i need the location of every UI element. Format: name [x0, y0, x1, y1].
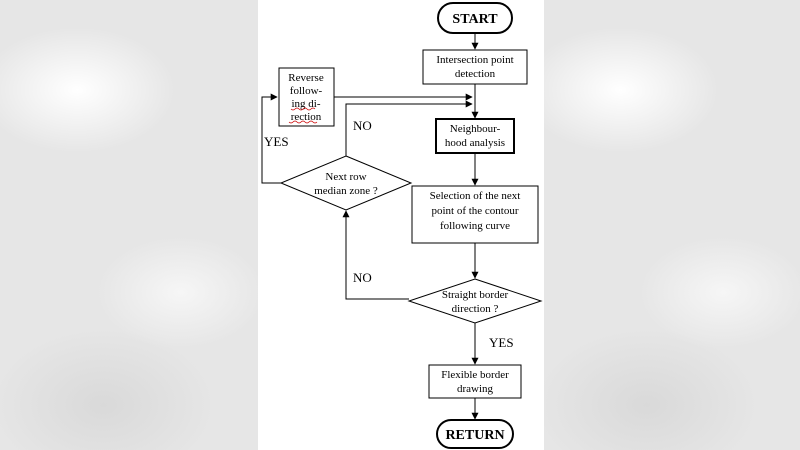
intersection-label-line2: detection	[455, 68, 496, 80]
reverse-label-line2: follow-	[290, 85, 323, 97]
no-label-next-row: NO	[353, 118, 372, 133]
straight-label-line1: Straight border	[442, 289, 509, 301]
return-label: RETURN	[445, 428, 504, 443]
straight-label-line2: direction ?	[452, 303, 499, 315]
reverse-label-line3: ing di-	[291, 98, 320, 110]
arrow-next-row-no-to-main	[345, 100, 473, 156]
reverse-label-line4: rection	[291, 111, 322, 123]
reverse-direction-box: Reverse follow- ing di- rection	[278, 67, 335, 127]
flexible-label-line1: Flexible border	[441, 369, 509, 381]
neighbourhood-analysis-box: Neighbour- hood analysis	[435, 118, 515, 154]
neighbourhood-label-line2: hood analysis	[445, 137, 505, 149]
selection-next-point-box: Selection of the next point of the conto…	[411, 185, 539, 244]
start-terminal: START	[437, 2, 513, 34]
spellcheck-underline	[290, 107, 316, 111]
blurred-background-left	[0, 0, 258, 450]
straight-border-decision: Straight border direction ?	[407, 278, 543, 324]
return-terminal: RETURN	[436, 419, 514, 449]
arrow-straight-no-to-next-row	[342, 210, 409, 300]
flexible-label-line2: drawing	[457, 383, 494, 395]
connectors	[261, 33, 479, 420]
arrow-next-row-yes-to-reverse	[261, 93, 281, 184]
yes-label-next-row: YES	[264, 134, 289, 149]
next-row-label-line1: Next row	[325, 171, 366, 183]
blurred-background-right	[544, 0, 800, 450]
flexible-border-box: Flexible border drawing	[428, 364, 522, 399]
next-row-label-line2: median zone ?	[314, 185, 378, 197]
neighbourhood-label-line1: Neighbour-	[450, 123, 501, 135]
intersection-detection-box: Intersection point detection	[422, 49, 528, 85]
next-row-decision: Next row median zone ?	[279, 155, 413, 211]
yes-label-straight-border: YES	[489, 335, 514, 350]
selection-label-line3: following curve	[440, 220, 510, 232]
intersection-label-line1: Intersection point	[436, 54, 513, 66]
reverse-label-line1: Reverse	[288, 72, 324, 84]
selection-label-line1: Selection of the next	[430, 190, 521, 202]
selection-label-line2: point of the contour	[431, 205, 518, 217]
spellcheck-underline	[288, 120, 318, 124]
start-label: START	[452, 12, 498, 27]
no-label-straight-border: NO	[353, 270, 372, 285]
